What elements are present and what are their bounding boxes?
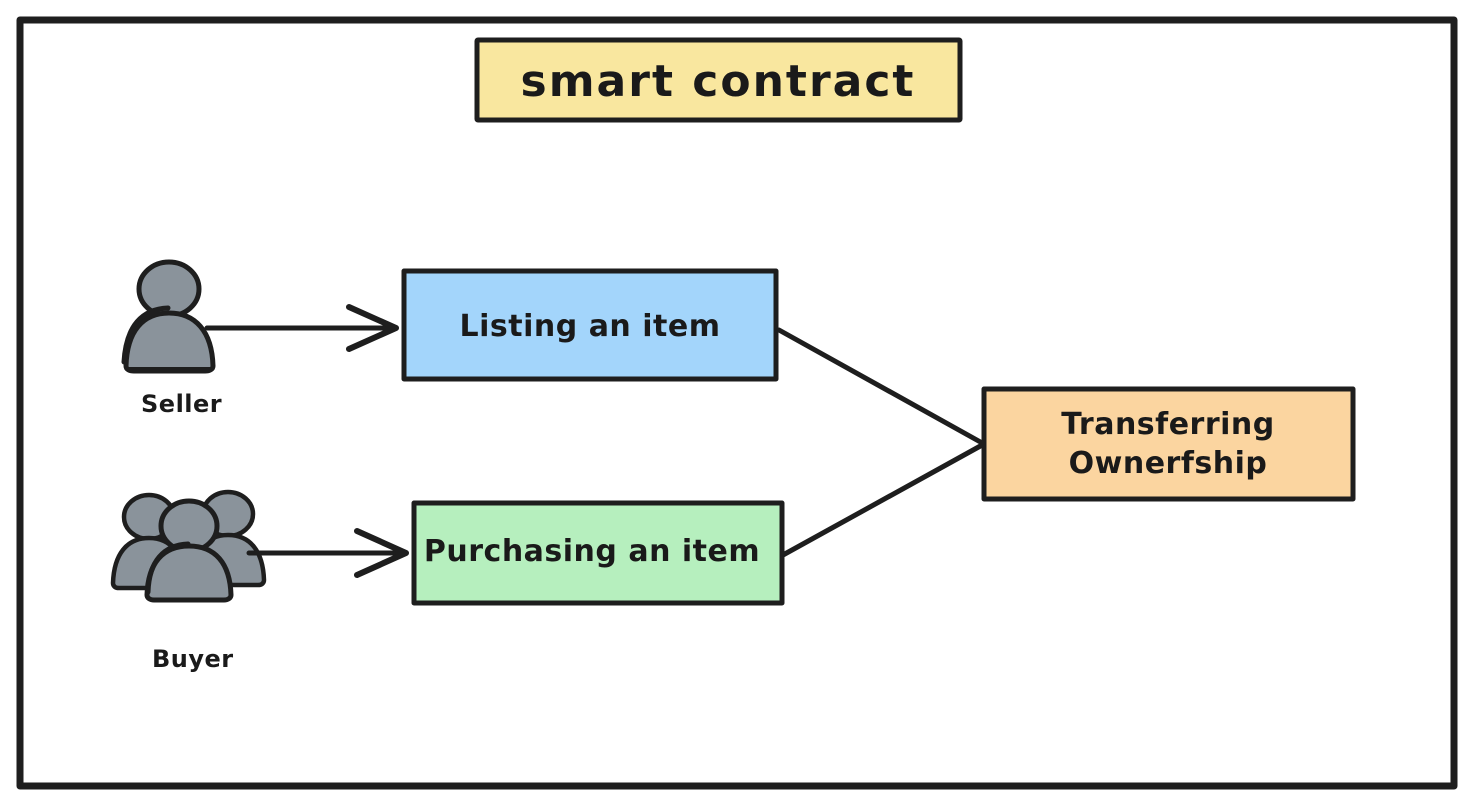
edge-purchasing-to-transfer [780, 441, 987, 558]
purchasing-node[interactable]: Purchasing an item [411, 500, 785, 606]
edge-listing-to-transfer [776, 327, 987, 447]
transfer-label-line1: Transferring [1061, 407, 1275, 442]
title-box: smart contract [474, 37, 963, 123]
diagram-title: smart contract [521, 56, 916, 107]
buyer-label: Buyer [152, 645, 234, 673]
listing-label: Listing an item [460, 309, 721, 344]
transfer-node[interactable]: Transferring Ownerfship [981, 386, 1356, 502]
edge-seller-to-listing [204, 304, 399, 352]
group-of-people-icon [110, 489, 267, 603]
listing-node[interactable]: Listing an item [401, 268, 779, 382]
seller-actor: Seller [121, 259, 222, 418]
diagram-frame [16, 16, 1458, 790]
edge-buyer-to-purchasing [246, 528, 409, 578]
purchasing-label: Purchasing an item [424, 534, 760, 569]
seller-label: Seller [141, 390, 222, 418]
transfer-label-line2: Ownerfship [1069, 446, 1268, 481]
title-box-shape [474, 37, 963, 123]
listing-box-shape[interactable] [401, 268, 779, 382]
transfer-box-shape[interactable] [981, 386, 1356, 502]
single-person-icon [121, 259, 216, 374]
buyer-actor: Buyer [110, 489, 267, 673]
